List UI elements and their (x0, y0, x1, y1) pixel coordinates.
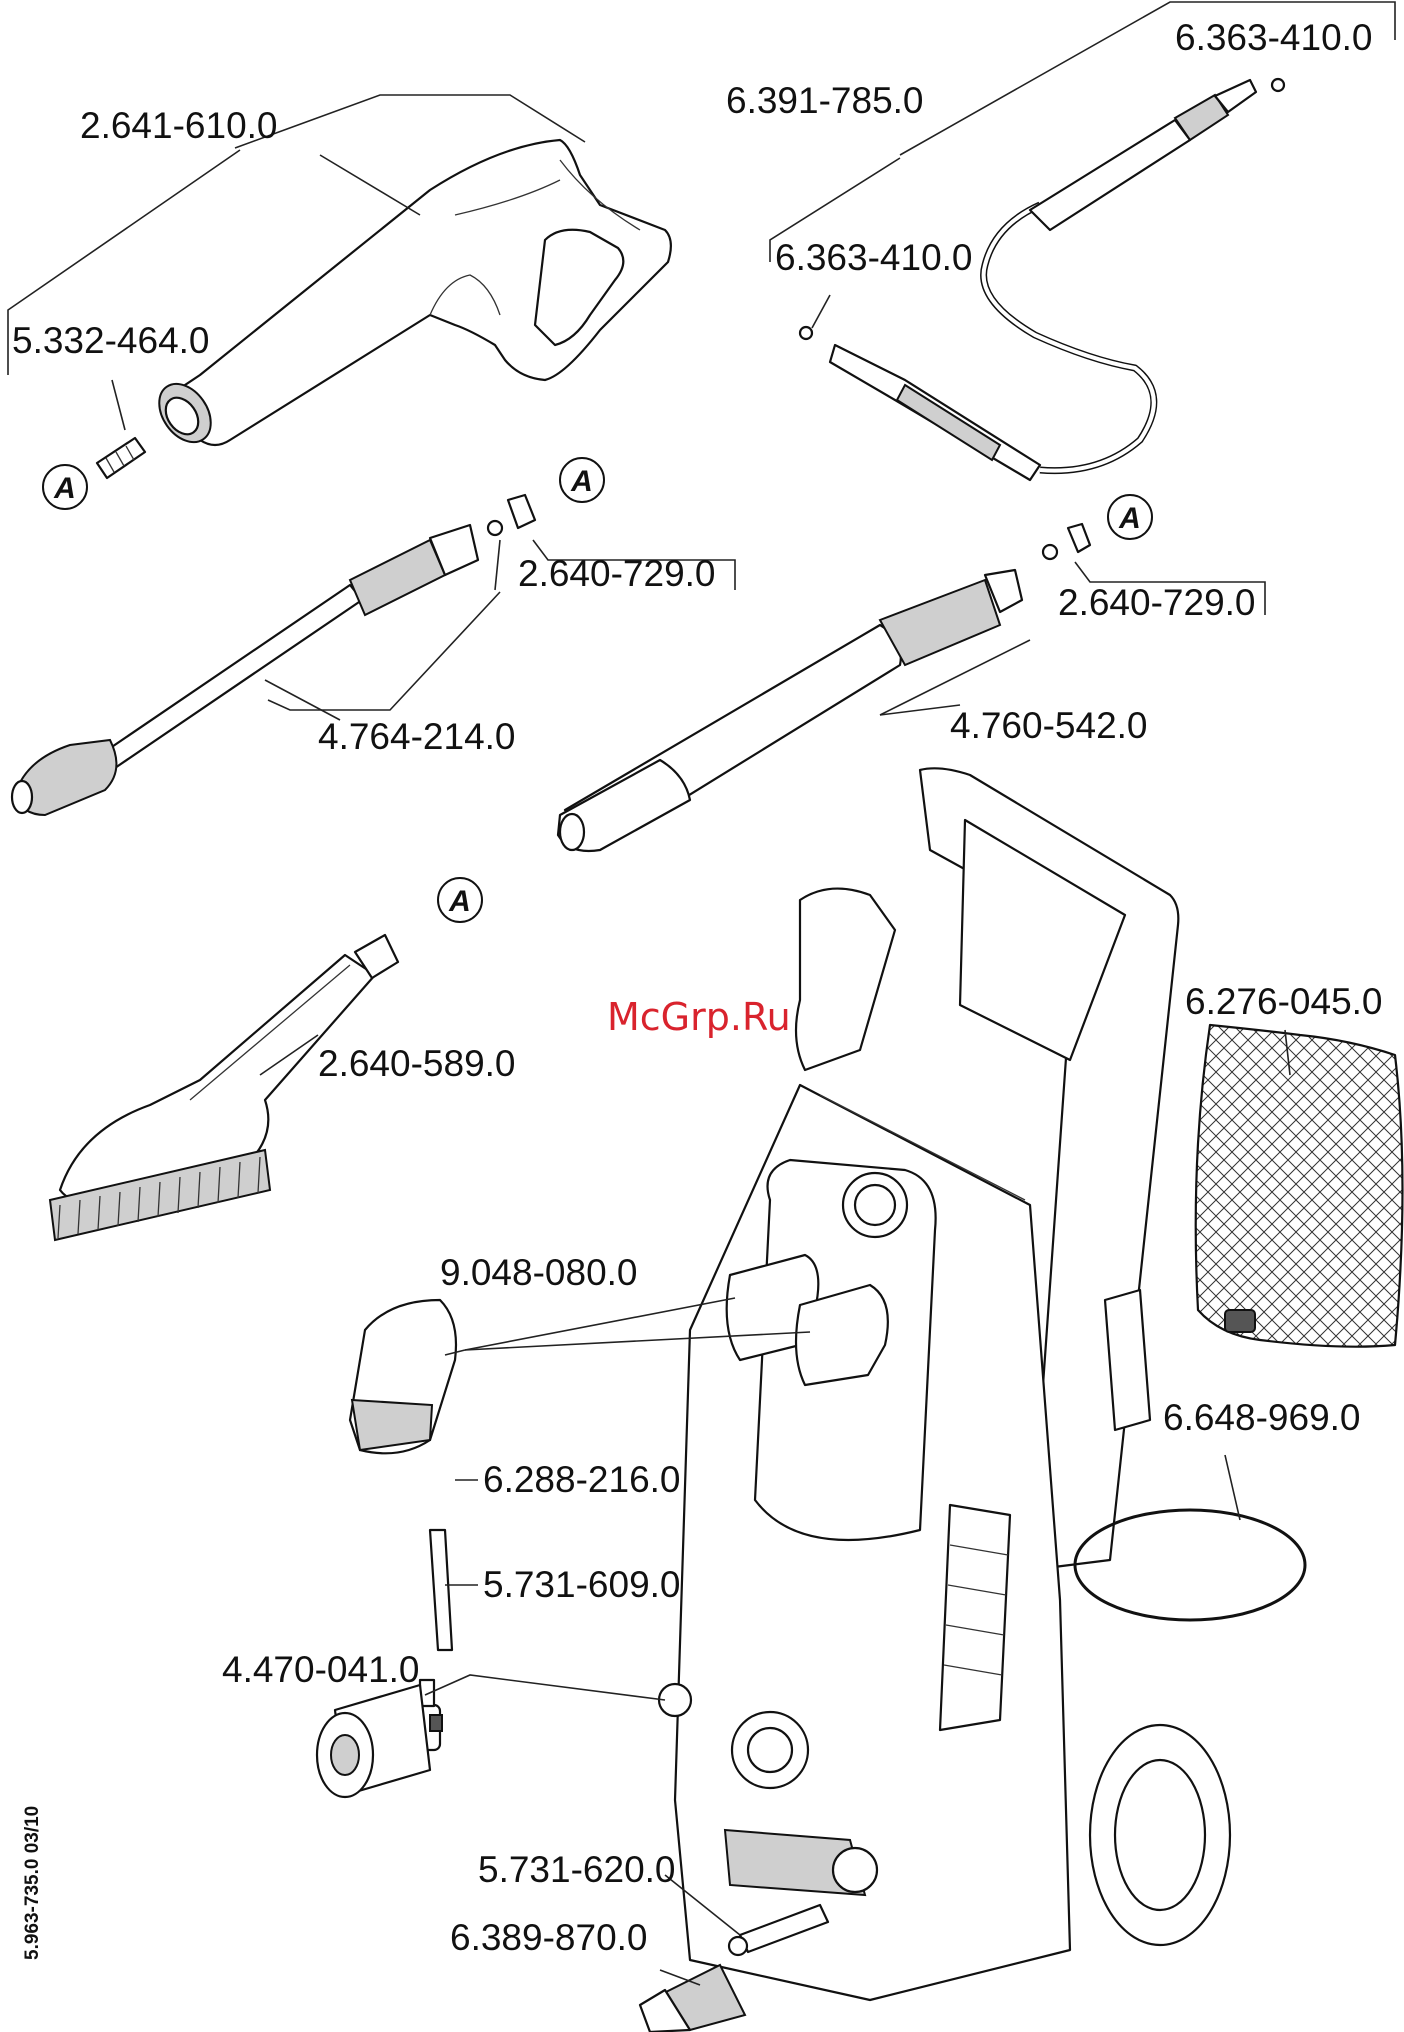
hose-drawing (800, 79, 1284, 480)
spray-gun-drawing (149, 140, 671, 452)
label-spray-gun: 2.641-610.0 (80, 105, 278, 146)
dirt-blaster-lance-drawing (12, 495, 535, 815)
marker-a-gun: A (43, 465, 87, 509)
label-dirt-blaster-lance: 4.764-214.0 (318, 716, 516, 757)
label-wash-brush: 2.640-589.0 (318, 1043, 516, 1084)
wash-brush-drawing (50, 935, 398, 1240)
label-hose-hook: 6.648-969.0 (1163, 1397, 1361, 1438)
label-rod: 6.288-216.0 (483, 1459, 681, 1500)
rod-drawing (430, 1530, 452, 1650)
marker-a-brush-letter: A (448, 885, 471, 918)
label-nozzle-spring: 5.332-464.0 (12, 320, 210, 361)
label-hose: 6.391-785.0 (726, 80, 924, 121)
label-oring-lance-right: 2.640-729.0 (1058, 582, 1256, 623)
label-connector: 5.731-609.0 (483, 1564, 681, 1605)
label-filter-net: 6.276-045.0 (1185, 981, 1383, 1022)
label-inlet-filter: 4.470-041.0 (222, 1649, 420, 1690)
label-knob-cap: 9.048-080.0 (440, 1252, 638, 1293)
hose-coupling-drawing (640, 1965, 745, 2032)
marker-a-lance-right-letter: A (1118, 502, 1141, 535)
pressure-washer-body-drawing (659, 768, 1305, 2000)
label-vario-lance: 4.760-542.0 (950, 705, 1148, 746)
marker-a-lance-left-letter: A (570, 465, 593, 498)
knob-cap-drawing (350, 1300, 456, 1453)
nozzle-spring-drawing (97, 438, 145, 478)
label-oring-lance-left: 2.640-729.0 (518, 553, 716, 594)
watermark: McGrp.Ru (607, 995, 791, 1039)
marker-a-brush: A (438, 878, 482, 922)
label-hose-coupling: 6.389-870.0 (450, 1917, 648, 1958)
document-number: 5.963-735.0 03/10 (22, 1806, 43, 1960)
label-hose-oring-top: 6.363-410.0 (1175, 17, 1373, 58)
marker-a-lance-right: A (1108, 495, 1152, 539)
label-hose-oring-side: 6.363-410.0 (775, 237, 973, 278)
label-inlet-pin: 5.731-620.0 (478, 1849, 676, 1890)
marker-a-gun-letter: A (53, 472, 76, 505)
inlet-filter-drawing (317, 1685, 430, 1797)
marker-a-lance-left: A (560, 458, 604, 502)
filter-net-drawing (1196, 1025, 1403, 1347)
